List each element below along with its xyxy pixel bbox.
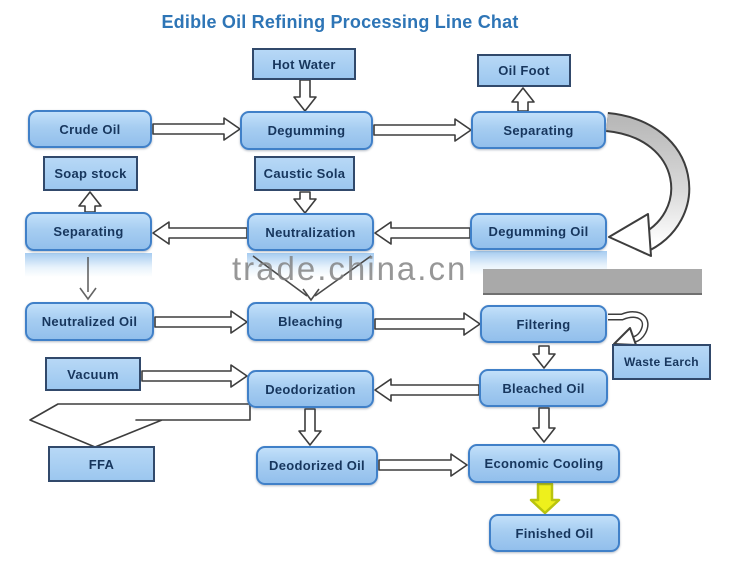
node-filtering: Filtering bbox=[480, 305, 607, 343]
arrow-bleached-oil-to-economic-cooling bbox=[532, 407, 556, 443]
node-bleaching: Bleaching bbox=[247, 302, 374, 341]
node-vacuum: Vacuum bbox=[45, 357, 141, 391]
node-neutralized-oil: Neutralized Oil bbox=[25, 302, 154, 341]
arrow-vacuum-to-deodorization bbox=[141, 364, 248, 388]
watermark-gray-bar bbox=[483, 269, 702, 295]
arrow-deodorization-to-ffa bbox=[29, 403, 251, 448]
node-deodorized-oil: Deodorized Oil bbox=[256, 446, 378, 485]
curved-arrow-separating-to-degumming-oil bbox=[605, 112, 691, 257]
node-separating-mid: Separating bbox=[25, 212, 152, 251]
arrow-bleached-oil-to-deodorization bbox=[374, 378, 480, 402]
arrow-caustic-sola-to-neutralization bbox=[293, 191, 317, 214]
node-separating-top: Separating bbox=[471, 111, 606, 149]
arrow-neutralization-to-separating bbox=[152, 221, 248, 245]
arrow-deodorized-oil-to-economic-cooling bbox=[378, 453, 468, 477]
arrow-neutralization-to-bleaching bbox=[252, 255, 372, 302]
page-title: Edible Oil Refining Processing Line Chat bbox=[161, 12, 519, 32]
node-bleached-oil: Bleached Oil bbox=[479, 369, 608, 407]
arrow-hot-water-to-degumming bbox=[293, 79, 317, 112]
node-hot-water: Hot Water bbox=[252, 48, 356, 80]
arrow-deodorization-to-deodorized-oil bbox=[298, 408, 322, 446]
arrow-separating-to-neutralized-oil bbox=[79, 257, 97, 301]
node-ffa: FFA bbox=[48, 446, 155, 482]
node-soap-stock: Soap stock bbox=[43, 156, 138, 191]
node-finished-oil: Finished Oil bbox=[489, 514, 620, 552]
node-degumming-oil: Degumming Oil bbox=[470, 213, 607, 250]
arrow-filtering-to-waste-earch bbox=[608, 311, 649, 346]
node-neutralization: Neutralization bbox=[247, 213, 374, 251]
node-deodorization: Deodorization bbox=[247, 370, 374, 408]
node-degumming: Degumming bbox=[240, 111, 373, 150]
arrow-separating-to-soap-stock bbox=[78, 191, 102, 213]
arrow-degumming-oil-to-neutralization bbox=[374, 221, 471, 245]
arrow-crude-oil-to-degumming bbox=[152, 117, 241, 141]
reflection-neutralization bbox=[247, 253, 374, 277]
arrow-filtering-to-bleached-oil bbox=[532, 345, 556, 369]
node-economic-cooling: Economic Cooling bbox=[468, 444, 620, 483]
node-crude-oil: Crude Oil bbox=[28, 110, 152, 148]
node-caustic-sola: Caustic Sola bbox=[254, 156, 355, 191]
arrow-degumming-to-separating bbox=[373, 118, 472, 142]
arrow-bleaching-to-filtering bbox=[374, 312, 481, 336]
arrow-separating-to-oil-foot bbox=[511, 87, 535, 112]
arrow-neutralized-oil-to-bleaching bbox=[154, 310, 248, 334]
node-waste-earch: Waste Earch bbox=[612, 344, 711, 380]
node-oil-foot: Oil Foot bbox=[477, 54, 571, 87]
arrow-economic-cooling-to-finished-oil bbox=[529, 482, 561, 515]
watermark-text: trade.china.cn bbox=[232, 250, 468, 287]
